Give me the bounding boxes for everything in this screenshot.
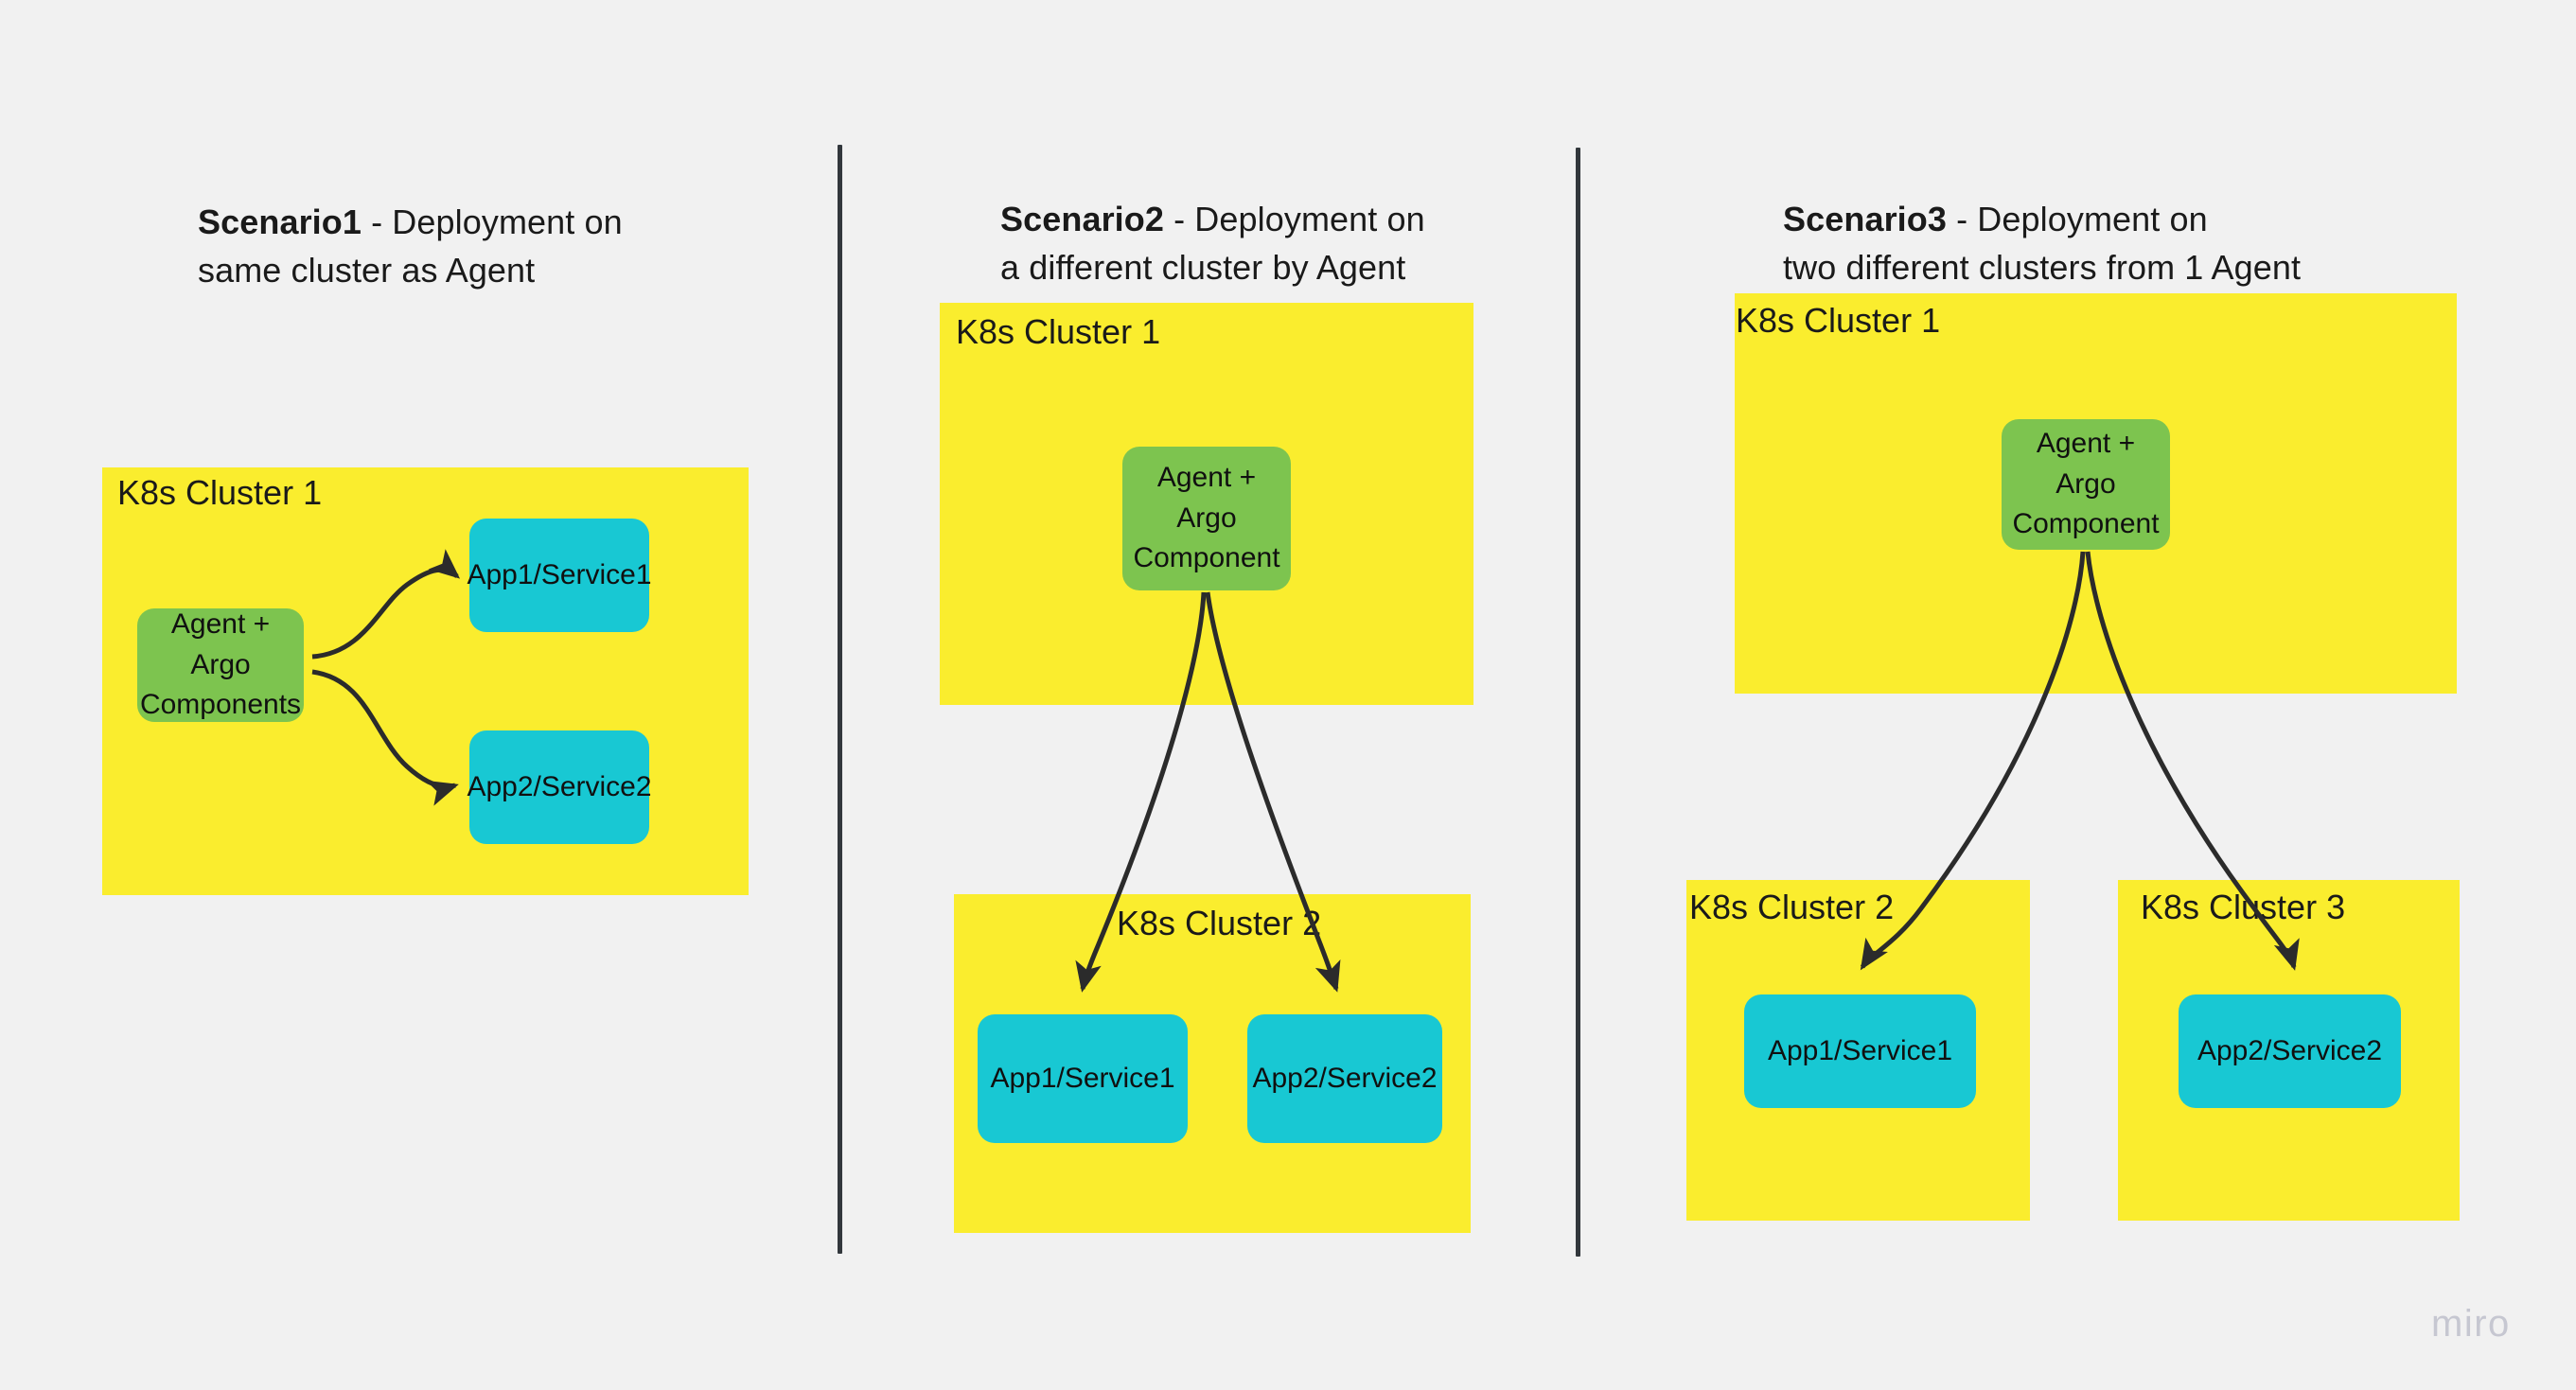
section-divider-2 [1576, 148, 1580, 1257]
cluster-label-s3-cluster2: K8s Cluster 2 [1689, 888, 1895, 926]
node-s3-app1[interactable]: App1/Service1 [1744, 994, 1976, 1108]
scenario2-title: Scenario2 - Deployment on a different cl… [1000, 147, 1530, 291]
cluster-label-s1-cluster1: K8s Cluster 1 [117, 473, 323, 512]
node-s1-app2[interactable]: App2/Service2 [467, 730, 652, 844]
scenario2-title-strong: Scenario2 [1000, 200, 1164, 239]
scenario3-title-rest: - Deployment on two different clusters f… [1783, 200, 2302, 288]
miro-watermark: miro [2431, 1303, 2511, 1345]
node-s1-agent[interactable]: Agent + Argo Components [137, 608, 304, 722]
section-divider-1 [838, 145, 842, 1254]
node-s3-agent[interactable]: Agent + Argo Component [2002, 419, 2170, 550]
scenario1-title-strong: Scenario1 [198, 202, 362, 242]
scenario1-title: Scenario1 - Deployment on same cluster a… [198, 150, 690, 294]
scenario3-title: Scenario3 - Deployment on two different … [1783, 147, 2389, 291]
cluster-label-s2-cluster2: K8s Cluster 2 [1117, 904, 1322, 942]
scenario2-title-rest: - Deployment on a different cluster by A… [1000, 200, 1425, 288]
node-s1-app1[interactable]: App1/Service1 [467, 519, 652, 632]
cluster-label-s3-cluster3: K8s Cluster 3 [2141, 888, 2346, 926]
node-s3-app2[interactable]: App2/Service2 [2179, 994, 2401, 1108]
scenario1-title-rest: - Deployment on same cluster as Agent [198, 202, 623, 290]
node-s2-agent[interactable]: Agent + Argo Component [1122, 447, 1291, 590]
node-s2-app2[interactable]: App2/Service2 [1247, 1014, 1442, 1143]
node-s2-app1[interactable]: App1/Service1 [978, 1014, 1188, 1143]
scenario3-title-strong: Scenario3 [1783, 200, 1947, 239]
cluster-label-s2-cluster1: K8s Cluster 1 [956, 312, 1161, 351]
cluster-label-s3-cluster1: K8s Cluster 1 [1736, 301, 1941, 340]
